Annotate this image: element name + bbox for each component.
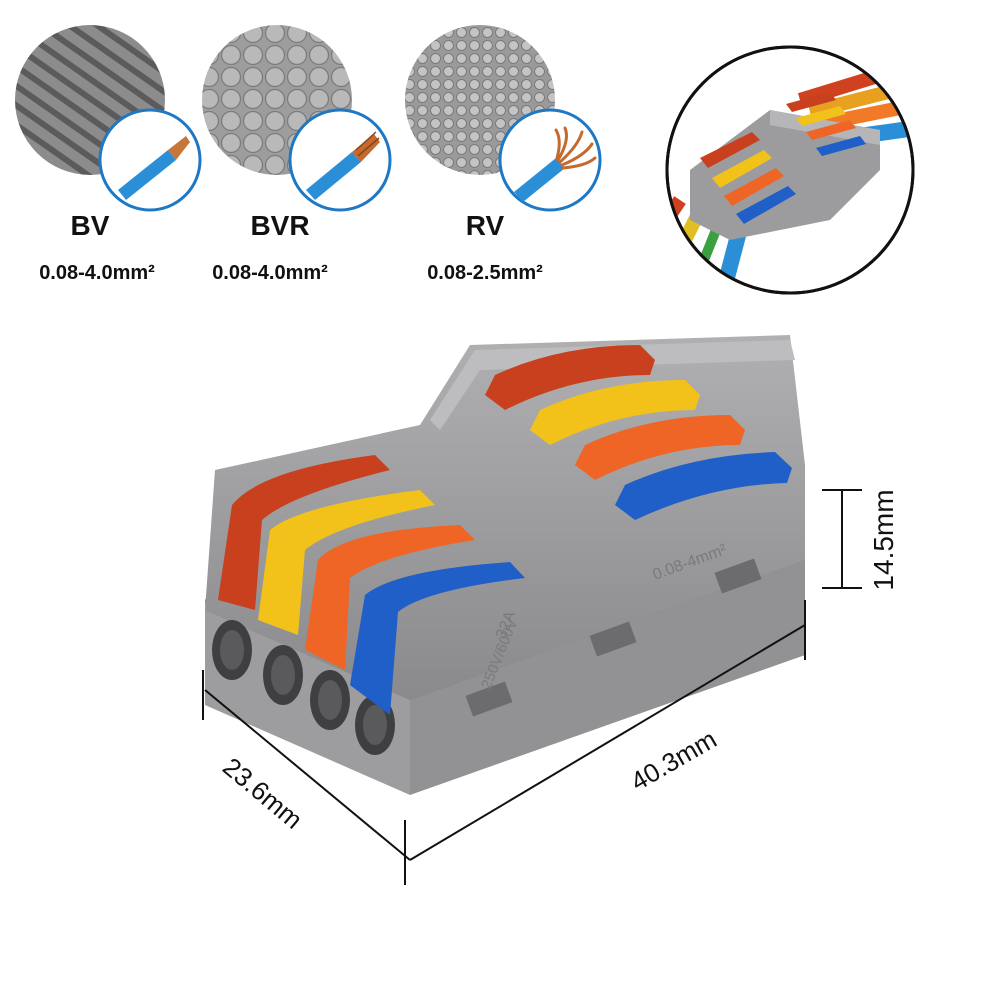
- inset-connected-view: [665, 45, 915, 295]
- back-levers: [485, 345, 792, 520]
- wire-type-bv: [15, 25, 202, 212]
- inset-lever-orange: [724, 168, 784, 206]
- inset-lever-red: [700, 132, 760, 168]
- wire-closeup-rv: [498, 108, 602, 212]
- wire-closeup-bvr: [288, 108, 392, 212]
- lever-orange-back: [575, 415, 745, 480]
- length-dimension-label: 40.3mm: [625, 724, 721, 797]
- test-slot-1: [465, 681, 513, 717]
- lever-red-front: [218, 455, 390, 610]
- dimension-annotations: [202, 489, 862, 885]
- height-dimension-label: 14.5mm: [868, 489, 899, 590]
- test-slot-2: [589, 621, 637, 657]
- lever-connector: 32A 250V/600V 0.08-4mm²: [205, 335, 805, 795]
- connector-front-face: [205, 610, 410, 795]
- lever-yellow-back: [530, 380, 700, 445]
- wire-type-rv: [405, 25, 602, 212]
- inset-lever-blue: [736, 186, 796, 224]
- lever-blue-back: [615, 452, 792, 520]
- lever-blue-front: [350, 562, 525, 715]
- connector-side-face: [410, 560, 805, 795]
- wire-entry-holes: [212, 620, 395, 755]
- lever-yellow-front: [258, 490, 435, 635]
- inset-lever-yellow: [712, 150, 772, 188]
- test-slot-3: [714, 558, 762, 594]
- wire-type-bvr: [202, 25, 392, 212]
- wire-closeup-bv: [98, 108, 202, 212]
- lever-orange-front: [305, 525, 475, 670]
- front-levers: [218, 455, 525, 715]
- lever-red-back: [485, 345, 655, 410]
